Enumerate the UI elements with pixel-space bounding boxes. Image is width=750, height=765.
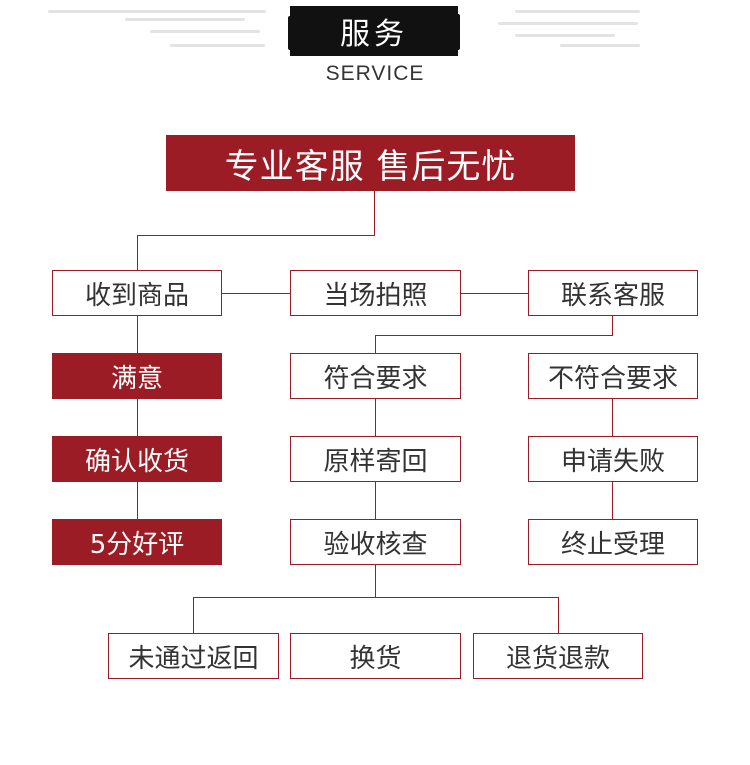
step-return-as-is: 原样寄回 bbox=[290, 436, 461, 482]
step-inspection: 验收核查 bbox=[290, 519, 461, 565]
outcome-exchange: 换货 bbox=[290, 633, 461, 679]
step-satisfied: 满意 bbox=[52, 353, 222, 399]
outcome-failed-return: 未通过返回 bbox=[108, 633, 279, 679]
step-terminated: 终止受理 bbox=[528, 519, 698, 565]
step-not-meet-requirements: 不符合要求 bbox=[528, 353, 698, 399]
step-contact-service: 联系客服 bbox=[528, 270, 698, 316]
step-application-failed: 申请失败 bbox=[528, 436, 698, 482]
step-take-photo: 当场拍照 bbox=[290, 270, 461, 316]
service-banner: 专业客服 售后无忧 bbox=[166, 135, 575, 191]
step-confirm-receipt: 确认收货 bbox=[52, 436, 222, 482]
step-receive-goods: 收到商品 bbox=[52, 270, 222, 316]
step-five-star-review: 5分好评 bbox=[52, 519, 222, 565]
outcome-refund: 退货退款 bbox=[473, 633, 643, 679]
step-meets-requirements: 符合要求 bbox=[290, 353, 461, 399]
section-title-block: 服务 bbox=[288, 6, 460, 56]
section-subtitle: SERVICE bbox=[325, 62, 425, 85]
section-title: 服务 bbox=[340, 17, 408, 52]
